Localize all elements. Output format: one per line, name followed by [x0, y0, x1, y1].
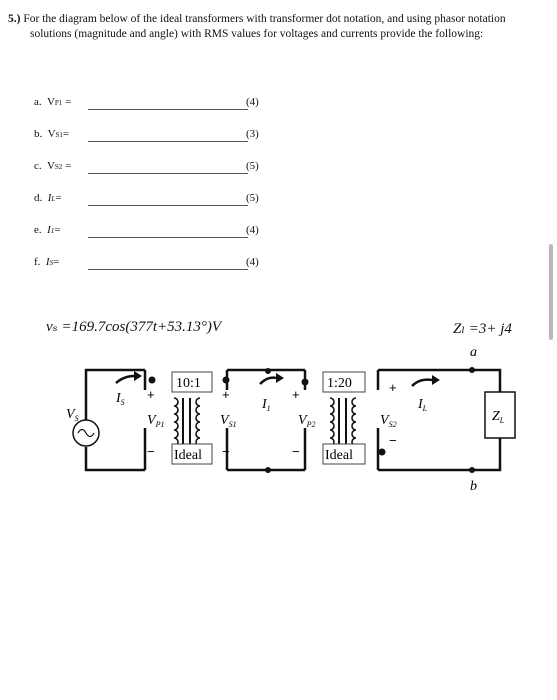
- ratio2-box: [322, 371, 366, 393]
- problem-statement: 5.) For the diagram below of the ideal t…: [8, 12, 533, 42]
- coil-s1: [195, 397, 201, 447]
- source-equation: vₛ =169.7cos(377t+53.13°)V: [46, 319, 222, 335]
- problem-text: For the diagram below of the ideal trans…: [23, 13, 506, 40]
- node-top: [265, 368, 271, 374]
- wire: [378, 368, 502, 472]
- answer-line[interactable]: [88, 109, 248, 110]
- minus-sign: −: [222, 444, 230, 459]
- zl-label: ZL: [492, 409, 505, 425]
- answer-line[interactable]: [88, 205, 248, 206]
- minus-sign: −: [147, 444, 155, 459]
- vp1-label: VP1: [147, 413, 164, 429]
- wire: [84, 447, 145, 472]
- node-bottom: [265, 467, 271, 473]
- dot-s1: [222, 376, 230, 384]
- transformer1-core: [182, 398, 191, 446]
- node-b-label: b: [470, 479, 477, 494]
- answer-line[interactable]: [88, 237, 248, 238]
- sine-icon: [77, 428, 95, 438]
- ratio2-label: 1:20: [327, 376, 352, 391]
- dot-p2: [301, 378, 309, 386]
- ideal2-box: [322, 443, 366, 465]
- transformer2-core: [338, 398, 347, 446]
- plus-sign: +: [292, 387, 300, 402]
- is-label: IS: [115, 391, 125, 407]
- ratio1-box: [171, 371, 213, 393]
- ideal1-box: [171, 443, 213, 465]
- coil-p1: [173, 397, 179, 447]
- load-impedance: [484, 391, 516, 439]
- ideal1-label: Ideal: [174, 448, 202, 463]
- answer-line[interactable]: [88, 269, 248, 270]
- points: (4): [246, 224, 259, 236]
- ideal2-label: Ideal: [325, 448, 353, 463]
- dot-p1: [148, 376, 156, 384]
- answer-item-d: d. IL= (5): [34, 192, 259, 206]
- i1-arrow-icon: [259, 376, 277, 385]
- answer-item-f: f. IS= (4): [34, 256, 259, 270]
- vp2-label: VP2: [298, 413, 315, 429]
- vs-label: VS: [66, 407, 79, 423]
- node-a-label: a: [470, 345, 477, 360]
- vs1-label: VS1: [220, 413, 237, 429]
- answer-item-c: c. VS2 = (5): [34, 160, 259, 174]
- ratio1-label: 10:1: [176, 376, 201, 391]
- il-label: IL: [417, 397, 428, 413]
- il-arrow-icon: [411, 378, 433, 387]
- plus-sign: +: [222, 387, 230, 402]
- dot-s2: [378, 448, 386, 456]
- scrollbar[interactable]: [549, 244, 553, 340]
- plus-sign: +: [389, 380, 397, 395]
- vs2-label: VS2: [380, 413, 397, 429]
- answer-item-b: b. VS1= (3): [34, 128, 259, 142]
- minus-sign: −: [389, 433, 397, 448]
- points: (4): [246, 96, 259, 108]
- node-b: [469, 467, 475, 473]
- plus-sign: +: [147, 387, 155, 402]
- points: (4): [246, 256, 259, 268]
- coil-p2: [329, 397, 335, 447]
- node-a: [469, 367, 475, 373]
- load-equation: Zₗ =3+ j4: [453, 321, 512, 337]
- answer-line[interactable]: [88, 173, 248, 174]
- answer-item-e: e. I1= (4): [34, 224, 259, 238]
- points: (5): [246, 192, 259, 204]
- i1-label: I1: [261, 397, 271, 413]
- minus-sign: −: [292, 444, 300, 459]
- answer-line[interactable]: [88, 141, 248, 142]
- coil-s2: [351, 397, 357, 447]
- wire: [84, 368, 145, 420]
- points: (5): [246, 160, 259, 172]
- answer-item-a: a. VP1 = (4): [34, 96, 259, 110]
- is-arrow-icon: [115, 374, 135, 384]
- points: (3): [246, 128, 259, 140]
- problem-number: 5.): [8, 13, 21, 25]
